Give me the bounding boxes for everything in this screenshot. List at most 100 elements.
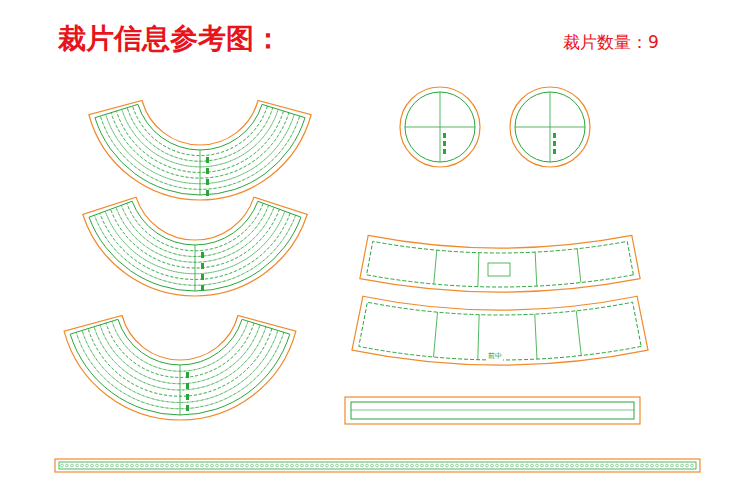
seam-line xyxy=(89,201,301,291)
stitch-mark xyxy=(511,464,514,467)
panel-line xyxy=(434,250,437,284)
stitch-mark xyxy=(526,464,529,467)
stitch-mark xyxy=(176,464,179,467)
stitch-mark xyxy=(551,464,554,467)
fold-line xyxy=(351,410,634,411)
seam-line xyxy=(95,104,305,195)
cut-line xyxy=(510,87,590,167)
cut-line xyxy=(89,101,311,200)
stitch-mark xyxy=(341,464,344,467)
panel-line xyxy=(478,253,479,287)
stitch-mark xyxy=(691,464,694,467)
stitch-mark xyxy=(151,464,154,467)
seam-line xyxy=(515,92,585,162)
stitch-mark xyxy=(216,464,219,467)
stitch-mark xyxy=(276,464,279,467)
stitch-mark xyxy=(281,464,284,467)
collar-piece xyxy=(89,101,311,200)
stitch-mark xyxy=(296,464,299,467)
stitch-mark xyxy=(516,464,519,467)
stitch-mark xyxy=(136,464,139,467)
stitch-mark xyxy=(391,464,394,467)
stitch-mark xyxy=(336,464,339,467)
panel-line xyxy=(577,249,581,283)
stitch-mark xyxy=(461,464,464,467)
stitch-mark xyxy=(681,464,684,467)
mark xyxy=(443,133,446,138)
stitch-mark xyxy=(536,464,539,467)
long-strip-piece xyxy=(55,459,700,472)
stitch-mark xyxy=(226,464,229,467)
stitch-mark xyxy=(346,464,349,467)
stitch-mark xyxy=(466,464,469,467)
stitch-mark xyxy=(541,464,544,467)
center-front-mark: 前中 xyxy=(487,351,503,361)
stitch-mark xyxy=(521,464,524,467)
stitch-mark xyxy=(186,464,189,467)
panel-line xyxy=(433,312,437,357)
stitch-mark xyxy=(121,464,124,467)
stitch-mark xyxy=(86,464,89,467)
collar-piece xyxy=(83,197,307,296)
label-box xyxy=(488,263,510,276)
stitch-mark xyxy=(316,464,319,467)
mark xyxy=(201,274,204,280)
stitch-mark xyxy=(251,464,254,467)
stitch-mark xyxy=(616,464,619,467)
stitch-mark xyxy=(101,464,104,467)
cut-line xyxy=(360,235,640,292)
round-piece xyxy=(510,87,590,167)
collar-piece xyxy=(64,316,296,420)
stitch-mark xyxy=(396,464,399,467)
stitch-mark xyxy=(181,464,184,467)
stitch-mark xyxy=(321,464,324,467)
stitch-mark xyxy=(211,464,214,467)
stitch-mark xyxy=(481,464,484,467)
stitch-mark xyxy=(366,464,369,467)
stitch-mark xyxy=(416,464,419,467)
mark xyxy=(186,372,189,378)
grain-line xyxy=(440,92,441,162)
mark xyxy=(553,141,556,146)
stitch-mark xyxy=(76,464,79,467)
grain-line xyxy=(200,150,201,195)
stitch-mark xyxy=(421,464,424,467)
stitch-mark xyxy=(301,464,304,467)
stitch-mark xyxy=(371,464,374,467)
stitch-mark xyxy=(326,464,329,467)
stitch-mark xyxy=(581,464,584,467)
stitch-mark xyxy=(351,464,354,467)
stitch-mark xyxy=(271,464,274,467)
stitch-mark xyxy=(201,464,204,467)
stitch-mark xyxy=(96,464,99,467)
stitch-mark xyxy=(221,464,224,467)
stitch-mark xyxy=(91,464,94,467)
stitch-mark xyxy=(506,464,509,467)
mark xyxy=(201,252,204,258)
cut-line xyxy=(83,197,307,296)
stitch-mark xyxy=(631,464,634,467)
stitch-mark xyxy=(306,464,309,467)
mark xyxy=(186,394,189,400)
stitch-mark xyxy=(601,464,604,467)
stitch-mark xyxy=(486,464,489,467)
stitch-mark xyxy=(406,464,409,467)
stitch-mark xyxy=(356,464,359,467)
stitch-mark xyxy=(606,464,609,467)
mark xyxy=(201,285,204,291)
stitch-mark xyxy=(171,464,174,467)
panel-line xyxy=(535,314,537,359)
mark xyxy=(206,179,209,185)
heading: 裁片信息参考图： xyxy=(58,20,282,58)
stitch-mark xyxy=(166,464,169,467)
mark xyxy=(443,149,446,154)
stitch-mark xyxy=(311,464,314,467)
stitch-mark xyxy=(476,464,479,467)
stitch-mark xyxy=(566,464,569,467)
stitch-line xyxy=(127,203,263,251)
stitch-mark xyxy=(656,464,659,467)
stitch-mark xyxy=(661,464,664,467)
stitch-mark xyxy=(446,464,449,467)
